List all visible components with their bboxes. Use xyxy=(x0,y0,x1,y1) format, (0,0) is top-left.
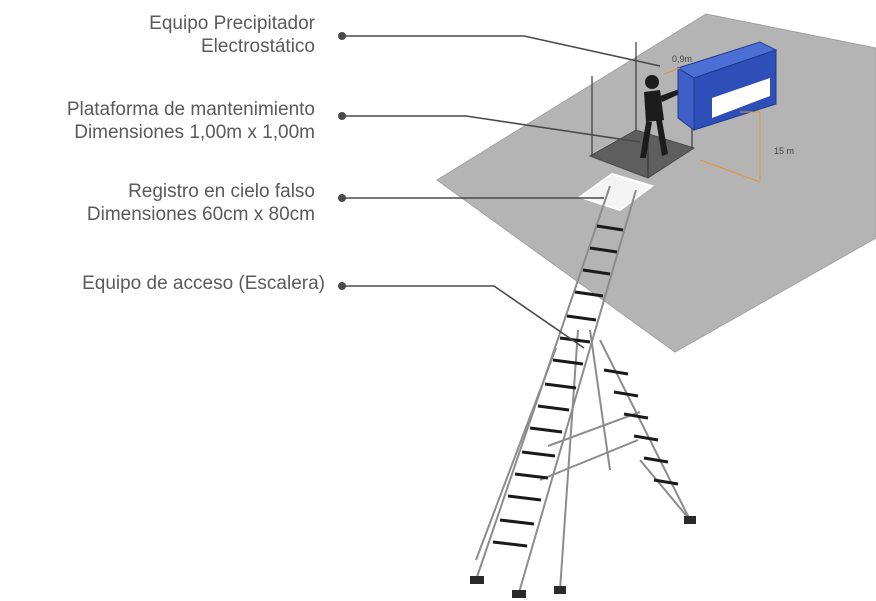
ladder-rungs xyxy=(492,224,679,548)
callout-register-line1: Registro en cielo falso xyxy=(128,181,315,202)
callout-leader-lines xyxy=(342,35,661,349)
callout-precipitator: Equipo Precipitador Electrostático xyxy=(149,12,315,58)
callout-ladder-line1: Equipo de acceso (Escalera) xyxy=(82,273,325,294)
callout-dots xyxy=(338,32,346,290)
clearance-dimension-label: 0,9m xyxy=(672,54,692,64)
precipitator-unit xyxy=(676,41,778,131)
callout-precipitator-line1: Equipo Precipitador xyxy=(149,13,315,34)
dimension-lines xyxy=(663,67,761,183)
ladder-feet xyxy=(470,516,696,598)
height-dimension-label: 15 m xyxy=(774,146,794,156)
callout-register-line2: Dimensiones 60cm x 80cm xyxy=(86,204,315,225)
callout-platform-line2: Dimensiones 1,00m x 1,00m xyxy=(74,122,315,143)
callout-ceiling-register: Registro en cielo falso Dimensiones 60cm… xyxy=(87,180,315,226)
callout-platform-line1: Plataforma de mantenimiento xyxy=(66,99,315,120)
callout-platform: Plataforma de mantenimiento Dimensiones … xyxy=(67,98,315,144)
callout-ladder: Equipo de acceso (Escalera) xyxy=(82,272,325,295)
callout-precipitator-line2: Electrostático xyxy=(200,36,315,57)
ceiling-access-opening xyxy=(577,172,655,212)
access-ladder xyxy=(475,185,691,597)
